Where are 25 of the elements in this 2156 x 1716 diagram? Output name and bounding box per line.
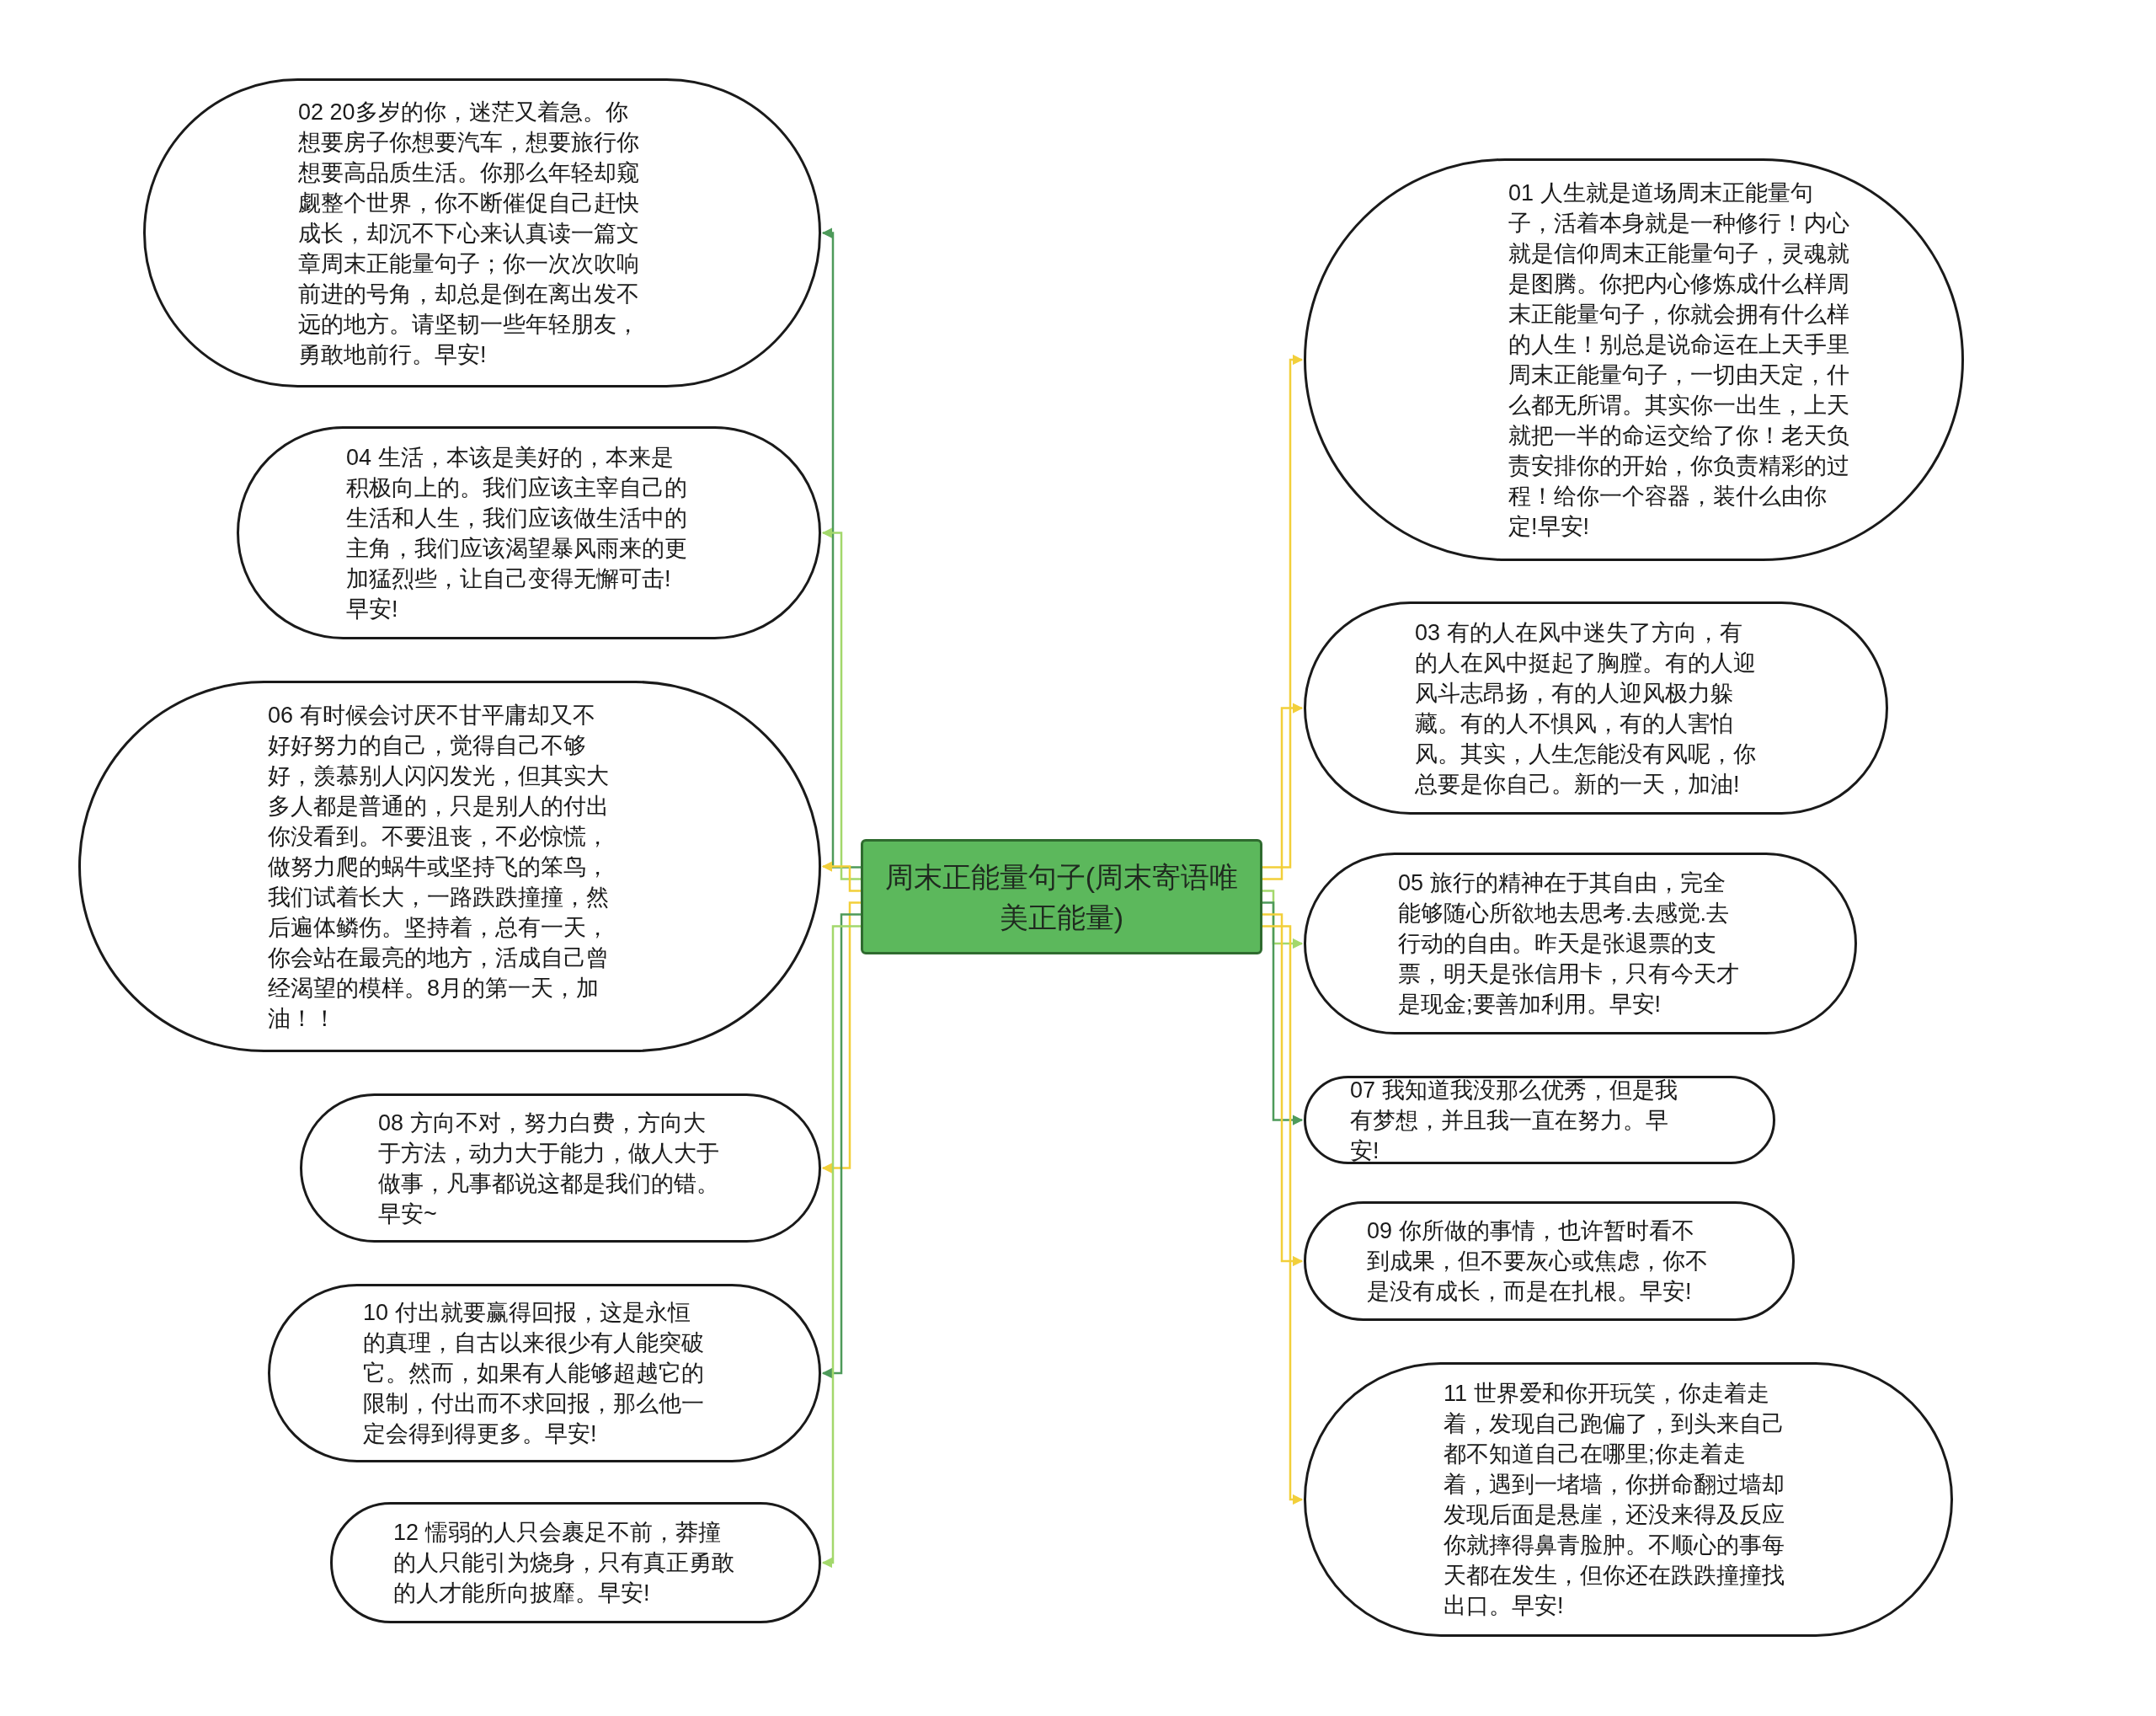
- topic-title: 周末正能量句子(周末寄语唯美正能量): [883, 859, 1240, 935]
- connector-arrow: [821, 861, 861, 892]
- connector-arrow: [1262, 703, 1304, 880]
- topic-text: 05 旅行的精神在于其自由，完全能够随心所欲地去思考.去感觉.去行动的自由。昨天是张退票的支票，明天是张信用卡，只有今天才是现金;要善加利用。早安!: [1398, 869, 1740, 1018]
- topic-text: 11 世界爱和你开玩笑，你走着走着，发现自己跑偏了，到头来自己都不知道自己在哪里;你走着走着，遇到一堵墙，你拼命翻过墙却发现后面是悬崖，还没来得及反应你就摔得鼻青脸肿。不顺心的事每天都在发生，但你还在跌跌撞撞找出口。早安!: [1444, 1380, 1785, 1620]
- topic-text: 10 付出就要赢得回报，这是永恒的真理，自古以来很少有人能突破它。然而，如果有人能够超越它的限制，付出而不求回报，那么他一定会得到得更多。早安!: [363, 1299, 705, 1448]
- topic-text: 03 有的人在风中迷失了方向，有的人在风中挺起了胸膛。有的人迎风斗志昂扬，有的人迎风极力躲藏。有的人不惧风，有的人害怕风。其实，人生怎能没有风呢，你总要是你自己。新的一天，加油!: [1415, 618, 1757, 799]
- topic-text: 08 方向不对，努力白费，方向大于方法，动力大于能力，做人大于做事，凡事都说这都是我们的错。早安~: [378, 1109, 720, 1228]
- central-topic-box: [861, 839, 1262, 954]
- connector-arrow: [1262, 913, 1304, 1267]
- topic-text: 02 20多岁的你，迷茫又着急。你想要房子你想要汽车，想要旅行你想要高品质生活。你那么年轻却窥觑整个世界，你不断催促自己赶快成长，却沉不下心来认真读一篇文章周末正能量句子；你一次次吹响前进的号角，却总是倒在离出发不远的地方。请坚韧一些年轻朋友，勇敢地前行。早安!: [298, 98, 640, 369]
- topic-text: 07 我知道我没那么优秀，但是我有梦想，并且我一直在努力。早安!: [1350, 1076, 1678, 1165]
- topic-text: 12 懦弱的人只会裹足不前，莽撞的人只能引为烧身，只有真正勇敢的人才能所向披靡。早安!: [393, 1519, 735, 1607]
- connector-arrow: [821, 227, 861, 869]
- connector-arrow: [821, 913, 861, 1379]
- connector-arrow: [821, 527, 861, 880]
- connector-arrow: [821, 901, 861, 1173]
- connector-arrow: [821, 925, 861, 1569]
- topic-text: 01 人生就是道场周末正能量句子，活着本身就是一种修行！内心就是信仰周末正能量句子，灵魂就是图腾。你把内心修炼成什么样周末正能量句子，你就会拥有什么样的人生！别总是说命运在上天手里周末正能量句子，一切由天定，什么都无所谓。其实你一出生，上天就把一半的命运交给了你！老天负责安排你的开始，你负责精彩的过程！给你一个容器，装什么由你定!早安!: [1508, 179, 1850, 541]
- connector-arrow: [1262, 901, 1304, 1125]
- connector-arrow: [1262, 925, 1304, 1505]
- connector-arrow: [1262, 354, 1304, 869]
- topic-text: 09 你所做的事情，也许暂时看不到成果，但不要灰心或焦虑，你不是没有成长，而是在扎根。早安!: [1367, 1217, 1709, 1306]
- topic-text: 06 有时候会讨厌不甘平庸却又不好好努力的自己，觉得自己不够好，羡慕别人闪闪发光，但其实大多人都是普通的，只是别人的付出你没看到。不要沮丧，不必惊慌，做努力爬的蜗牛或坚持飞的笨鸟，我们试着长大，一路跌跌撞撞，然后遍体鳞伤。坚持着，总有一天，你会站在最亮的地方，活成自己曾经渴望的模样。8月的第一天，加油！！: [268, 701, 610, 1033]
- topic-text: 04 生活，本该是美好的，本来是积极向上的。我们应该主宰自己的生活和人生，我们应该做生活中的主角，我们应该渴望暴风雨来的更加猛烈些，让自己变得无懈可击!早安!: [346, 443, 688, 623]
